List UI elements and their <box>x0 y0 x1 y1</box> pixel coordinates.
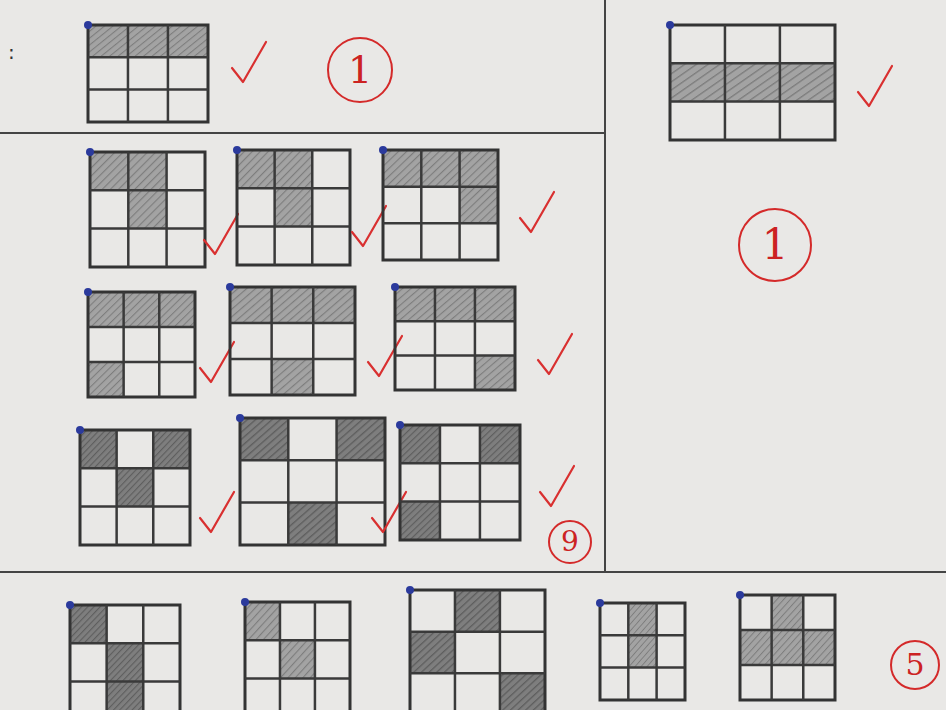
grid-figure <box>406 586 545 710</box>
grid-figure <box>76 426 190 545</box>
blue-dot <box>596 599 604 607</box>
blue-dot <box>233 146 241 154</box>
circled-number: 1 <box>738 208 812 282</box>
blue-dot <box>666 21 674 29</box>
grid-figure <box>736 591 835 700</box>
blue-dot <box>84 21 92 29</box>
check-mark <box>540 466 574 506</box>
divider-line <box>0 132 605 134</box>
grid-figure <box>84 288 195 397</box>
blue-dot <box>66 601 74 609</box>
circled-number: 1 <box>327 37 393 103</box>
blue-dot <box>86 148 94 156</box>
check-mark <box>520 192 554 232</box>
divider-line <box>604 0 606 572</box>
check-mark <box>538 334 572 374</box>
grid-figure <box>66 601 180 710</box>
grid-figure <box>666 21 835 140</box>
grid-figure <box>233 146 350 265</box>
blue-dot <box>241 598 249 606</box>
check-mark <box>232 42 266 82</box>
divider-line <box>0 571 946 573</box>
circled-number: 9 <box>548 520 592 564</box>
blue-dot <box>391 283 399 291</box>
number-text: 1 <box>762 224 789 266</box>
grid-figure <box>396 421 520 540</box>
number-text: 5 <box>905 650 924 680</box>
check-mark <box>858 66 892 106</box>
blue-dot <box>236 414 244 422</box>
blue-dot <box>84 288 92 296</box>
grid-figure <box>84 21 208 122</box>
grid-figure <box>391 283 515 390</box>
grid-figure <box>236 414 385 545</box>
check-mark <box>352 206 386 246</box>
circled-number: 5 <box>890 640 940 690</box>
blue-dot <box>406 586 414 594</box>
grid-figure <box>241 598 350 710</box>
check-mark <box>204 214 238 254</box>
grid-figure <box>86 148 205 267</box>
blue-dot <box>226 283 234 291</box>
number-text: 9 <box>561 528 579 556</box>
grid-figure <box>226 283 355 395</box>
number-text: 1 <box>348 51 372 89</box>
blue-dot <box>76 426 84 434</box>
grid-figure <box>379 146 498 260</box>
grid-figure <box>596 599 685 700</box>
check-mark <box>200 492 234 532</box>
blue-dot <box>736 591 744 599</box>
blue-dot <box>396 421 404 429</box>
margin-mark: : <box>8 40 15 64</box>
blue-dot <box>379 146 387 154</box>
